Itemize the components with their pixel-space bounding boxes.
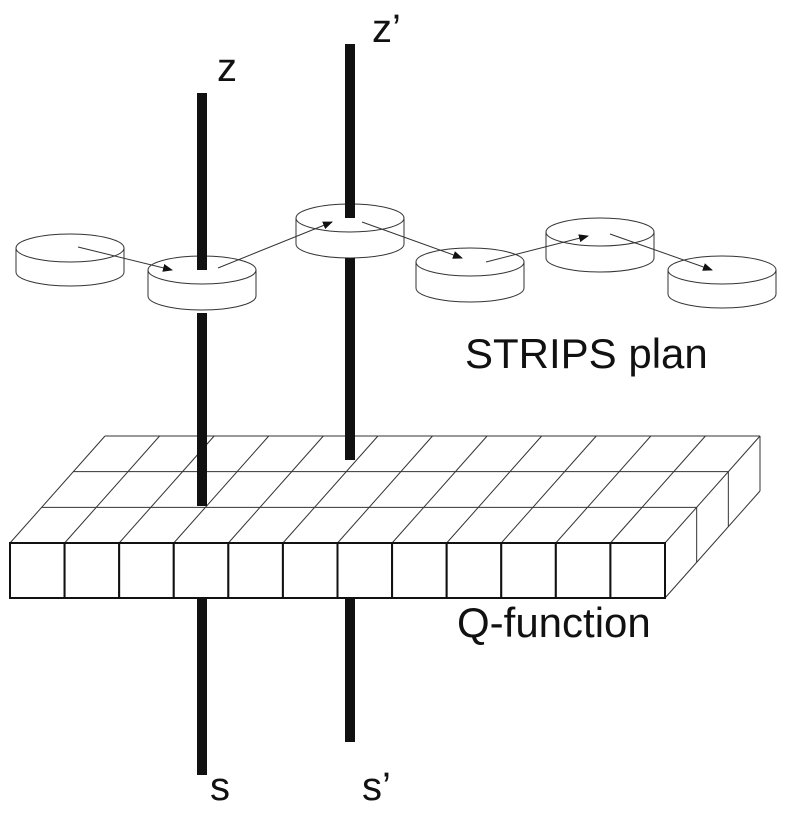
transition-arrow bbox=[609, 233, 713, 271]
disk-top bbox=[15, 233, 125, 263]
transition-arrow bbox=[361, 221, 463, 259]
strips-plan-transitions bbox=[77, 221, 713, 272]
grid-depth-line bbox=[500, 435, 597, 544]
q-function-grid bbox=[9, 435, 761, 599]
grid-depth-line bbox=[227, 435, 324, 544]
grid-depth-line bbox=[173, 435, 270, 544]
grid-depth-line bbox=[337, 435, 433, 544]
grid-depth-line bbox=[9, 435, 106, 544]
q-function-cell bbox=[391, 542, 448, 599]
plan-state-disk bbox=[15, 233, 125, 287]
s-prime-label: s’ bbox=[362, 765, 391, 809]
strips-plan-states bbox=[15, 203, 777, 311]
q-function-cell bbox=[281, 542, 339, 599]
q-function-cell bbox=[172, 542, 230, 599]
transition-arrow bbox=[485, 234, 589, 263]
plan-state-disk bbox=[415, 247, 525, 303]
grid-depth-line bbox=[391, 435, 488, 544]
q-function-cell bbox=[227, 542, 284, 599]
disk-top bbox=[667, 255, 777, 285]
grid-depth-line bbox=[282, 435, 379, 544]
transition-arrow bbox=[217, 221, 333, 269]
grid-depth-line bbox=[610, 435, 706, 544]
q-function-cell bbox=[609, 542, 667, 599]
strips-plan-label: STRIPS plan bbox=[465, 330, 708, 377]
grid-side-bottom bbox=[664, 490, 761, 599]
transition-arrow bbox=[77, 246, 173, 272]
z-label: z bbox=[217, 46, 237, 90]
plan-state-disk bbox=[545, 217, 655, 273]
q-function-cell bbox=[500, 542, 557, 599]
q-function-cell bbox=[336, 542, 394, 599]
s-label: s bbox=[210, 765, 230, 809]
grid-depth-line bbox=[446, 435, 543, 544]
grid-depth-line bbox=[64, 435, 160, 544]
q-function-cell bbox=[118, 542, 175, 599]
q-function-label: Q-function bbox=[457, 599, 651, 646]
axes bbox=[197, 44, 355, 775]
grid-depth-line bbox=[664, 435, 761, 544]
q-function-cell bbox=[445, 542, 503, 599]
plan-state-disk bbox=[147, 255, 257, 311]
q-function-cell bbox=[554, 542, 612, 599]
z-prime-label: z’ bbox=[372, 7, 401, 51]
disk-top bbox=[545, 217, 655, 247]
q-function-cell bbox=[9, 542, 66, 599]
disk-top bbox=[415, 247, 525, 277]
q-function-cell bbox=[63, 542, 121, 599]
plan-state-disk bbox=[667, 255, 777, 309]
grid-depth-line bbox=[555, 435, 652, 544]
